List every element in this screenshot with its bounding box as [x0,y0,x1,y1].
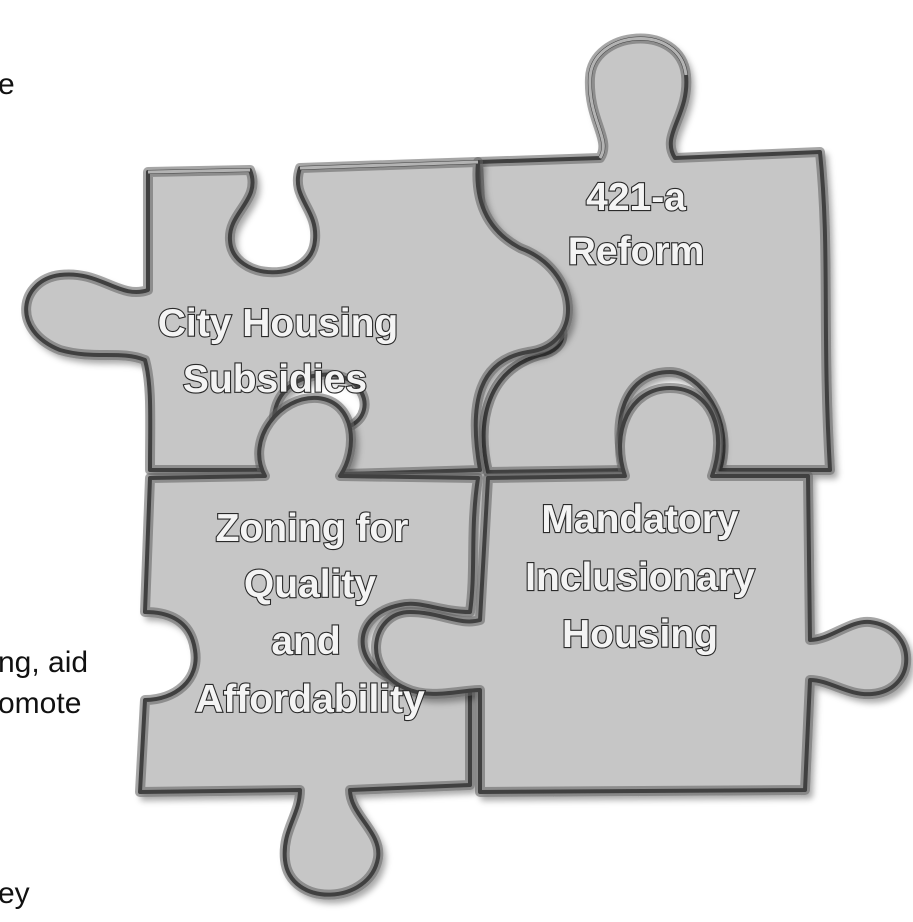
cropped-text-fragment: omote [0,687,82,720]
piece-label-city-housing-line2: Subsidies [183,358,367,401]
puzzle-piece-421a-reform [473,33,835,477]
piece-label-421a-line1: 421-a [586,176,686,219]
piece-label-mandatory-line3: Housing [562,613,718,656]
piece-label-zoning-line3: and [271,620,340,663]
piece-label-421a-line2: Reform [568,230,705,273]
puzzle-piece-mandatory-inclusionary [371,383,912,797]
cropped-text-fragment: ng, aid [0,646,89,679]
piece-label-city-housing-line1: City Housing [158,302,399,345]
cropped-text-fragment: e [0,68,15,101]
piece-label-zoning-line1: Zoning for [216,507,409,550]
piece-label-zoning-line4: Affordability [195,678,425,721]
piece-label-mandatory-line2: Inclusionary [525,556,755,599]
piece-label-mandatory-line1: Mandatory [541,498,739,541]
piece-label-zoning-line2: Quality [244,563,377,606]
cropped-text-fragment: ey [0,877,30,910]
